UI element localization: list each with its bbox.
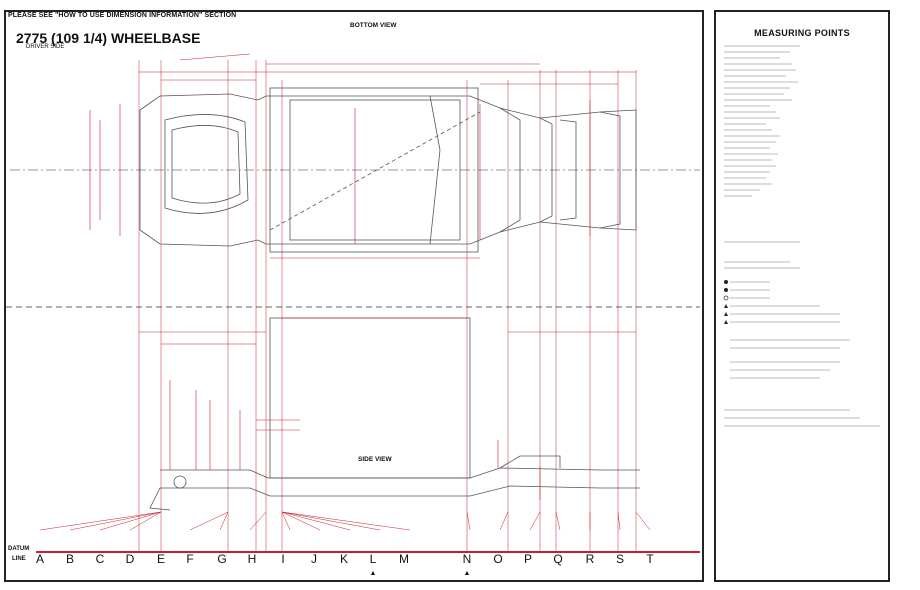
- datum-letter-p: P: [523, 552, 533, 566]
- side-panel-frame: MEASURING POINTS: [714, 10, 890, 582]
- datum-letter-k: K: [339, 552, 349, 566]
- datum-letter-m: M: [399, 552, 409, 566]
- datum-letter-n: N: [462, 552, 472, 566]
- datum-letter-b: B: [65, 552, 75, 566]
- side-view-label: SIDE VIEW: [358, 456, 392, 463]
- datum-letter-s: S: [615, 552, 625, 566]
- main-drawing-frame: [4, 10, 704, 582]
- datum-label: DATUM: [8, 546, 30, 552]
- datum-marker-n: ▲: [463, 570, 471, 577]
- datum-letter-c: C: [95, 552, 105, 566]
- datum-leaders: [39, 511, 651, 531]
- datum-letter-j: J: [311, 552, 317, 566]
- bottom-view-frame: [139, 87, 637, 253]
- datum-line-label: LINE: [12, 556, 26, 562]
- bottom-view-label: BOTTOM VIEW: [350, 22, 397, 29]
- bottom-dimensions: [89, 53, 636, 259]
- datum-letter-e: E: [156, 552, 166, 566]
- datum-letter-f: F: [186, 552, 194, 566]
- datum-letter-q: Q: [553, 552, 563, 566]
- usage-note: PLEASE SEE "HOW TO USE DIMENSION INFORMA…: [8, 12, 237, 19]
- datum-letter-a: A: [35, 552, 45, 566]
- datum-letter-o: O: [493, 552, 503, 566]
- datum-letter-i: I: [281, 552, 285, 566]
- measuring-points-list-lines: [724, 45, 880, 427]
- datum-letter-h: H: [247, 552, 257, 566]
- measuring-points-title: MEASURING POINTS: [754, 28, 850, 38]
- datum-letter-l: L: [369, 552, 377, 566]
- datum-letter-r: R: [585, 552, 595, 566]
- datum-letter-t: T: [646, 552, 654, 566]
- legend-symbols: [723, 280, 729, 324]
- datum-letter-d: D: [125, 552, 135, 566]
- datum-letter-g: G: [217, 552, 227, 566]
- side-dimensions: [139, 317, 636, 500]
- side-view-frame: [149, 317, 640, 511]
- side-subtitle: DRIVER SIDE: [26, 44, 65, 50]
- datum-letters: A B C D E F G H I J K L M N O P Q R S T: [0, 552, 704, 566]
- wheelbase-title: 2775 (109 1/4) WHEELBASE: [16, 30, 201, 46]
- datum-marker-l: ▲: [369, 570, 377, 577]
